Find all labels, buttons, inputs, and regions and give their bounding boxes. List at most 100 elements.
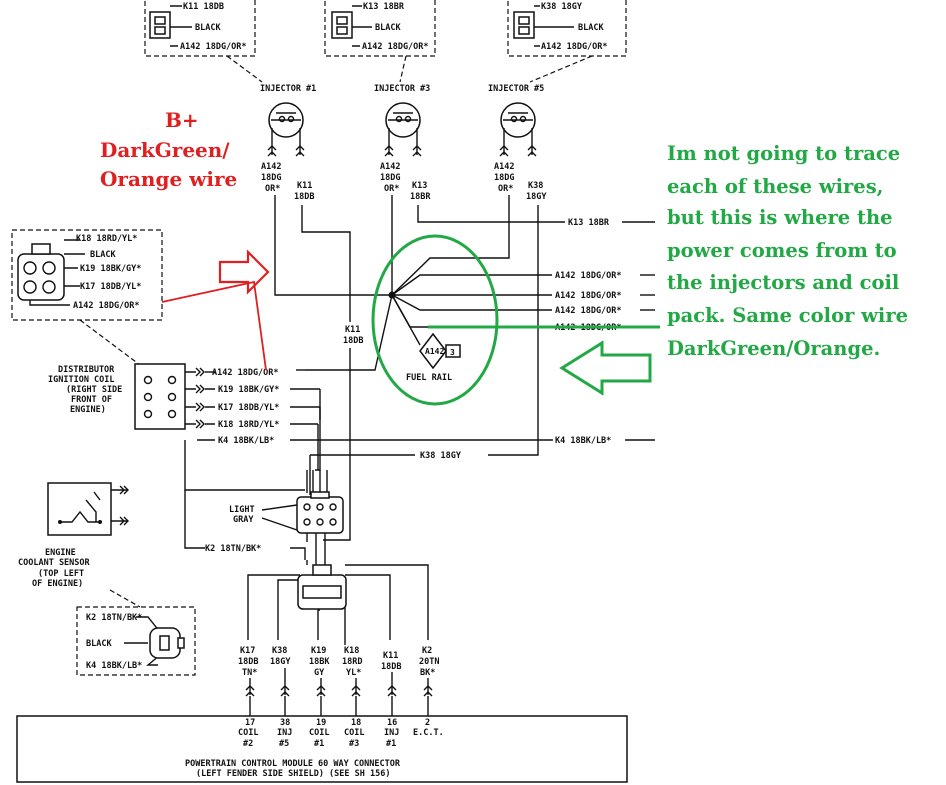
pcm-title: POWERTRAIN CONTROL MODULE 60 WAY CONNECT… xyxy=(185,759,401,769)
pcm-pin-19: 19 xyxy=(316,718,326,728)
right-wire-labels: K13 18BR A142 18DG/OR* A142 18DG/OR* A14… xyxy=(555,218,655,446)
green-note-line-5: the injectors and coil xyxy=(667,271,899,294)
dist-wire-k4: K4 18BK/LB* xyxy=(218,436,274,446)
pcm-connector: 17 COIL #2 38 INJ #5 19 COIL #1 18 COIL … xyxy=(16,715,628,783)
light-gray-line-2: GRAY xyxy=(233,515,254,525)
dist-line-4: FRONT OF xyxy=(71,395,112,405)
red-note-line-2: DarkGreen/ xyxy=(100,138,230,162)
pcm-wire-labels: K17 18DB TN* K38 18GY K19 18BK GY K18 18… xyxy=(238,646,439,716)
ect-line-2: COOLANT SENSOR xyxy=(18,558,91,568)
inj1-circuit-label: K11 18DB xyxy=(183,2,224,12)
inj1-pin-c: OR* xyxy=(265,184,280,194)
pcm-pin-17-d1: COIL xyxy=(238,728,258,738)
green-note-line-6: pack. Same color wire xyxy=(667,304,908,327)
coil-connector: K18 18RD/YL* BLACK K19 18BK/GY* K17 18DB… xyxy=(11,229,163,321)
green-note-line-7: DarkGreen/Orange. xyxy=(667,337,880,360)
injector-1: INJECTOR #1 A142 18DG OR* K11 18DB xyxy=(260,84,316,202)
pcm-pin-17: 17 xyxy=(245,718,255,728)
dist-wire-a142: A142 18DG/OR* xyxy=(212,368,279,378)
ect-conn-k2: K2 18TN/BK* xyxy=(86,613,142,623)
red-annotation: B+ DarkGreen/ Orange wire xyxy=(100,108,270,371)
pcm-pin-2: 2 xyxy=(425,718,430,728)
inj3-pin-c: OR* xyxy=(384,184,399,194)
dist-line-3: (RIGHT SIDE xyxy=(66,385,122,395)
inj5-power-label: A142 18DG/OR* xyxy=(541,42,608,52)
ect-connector: K2 18TN/BK* BLACK K4 18BK/LB* xyxy=(76,606,196,676)
inj1-out-a: K11 xyxy=(297,181,312,191)
inj1-pin-a: A142 xyxy=(261,162,281,172)
pcm-subtitle: (LEFT FENDER SIDE SHIELD) (SEE SH 156) xyxy=(196,769,390,779)
inj3-out-a: K13 xyxy=(412,181,427,191)
inj1-power-label: A142 18DG/OR* xyxy=(180,42,247,52)
ect-line-1: ENGINE xyxy=(45,548,76,558)
right-wire-k4: K4 18BK/LB* xyxy=(555,436,611,446)
inj5-out-a: K38 xyxy=(528,181,543,191)
red-note-line-1: B+ xyxy=(165,108,199,132)
pcm-w19-b: 18BK xyxy=(309,657,330,667)
pcm-w2-c: BK* xyxy=(420,668,435,678)
inj3-circuit-label: K13 18BR xyxy=(363,2,405,12)
inj1-out-b: 18DB xyxy=(294,192,314,202)
injector-5: INJECTOR #5 A142 18DG OR* K38 18GY xyxy=(488,84,547,202)
pcm-pin-18-d2: #3 xyxy=(349,739,359,749)
inj5-pin-b: 18DG xyxy=(494,173,514,183)
injector-connector-1: K11 18DB BLACK A142 18DG/OR* xyxy=(144,0,256,57)
pcm-w18-c: YL* xyxy=(346,668,361,678)
ect-wire-k2: K2 18TN/BK* xyxy=(205,544,261,554)
pcm-w16-b: 18DB xyxy=(381,662,401,672)
dist-line-1: DISTRIBUTOR xyxy=(58,365,115,375)
right-wire-a142-1: A142 18DG/OR* xyxy=(555,271,622,281)
coolant-sensor: ENGINE COOLANT SENSOR (TOP LEFT OF ENGIN… xyxy=(18,482,261,589)
pcm-pin-2-d1: E.C.T. xyxy=(413,728,444,738)
red-arrow-icon xyxy=(218,249,270,295)
green-note-line-4: power comes from to xyxy=(667,239,897,262)
inj5-circuit-label: K38 18GY xyxy=(541,2,583,12)
coil-pin-a142: A142 18DG/OR* xyxy=(73,301,140,311)
pcm-w38-b: 18GY xyxy=(270,657,291,667)
coil-pin-k17: K17 18DB/YL* xyxy=(80,282,141,292)
green-note-line-3: but this is where the xyxy=(667,206,893,229)
fuel-rail: A142 3 FUEL RAIL xyxy=(406,332,461,383)
inj5-pin-a: A142 xyxy=(494,162,514,172)
pcm-w19-c: GY xyxy=(314,668,325,678)
pcm-pin-38: 38 xyxy=(280,718,290,728)
injector-3-label: INJECTOR #3 xyxy=(374,84,430,94)
coil-pin-k19: K19 18BK/GY* xyxy=(80,264,141,274)
inj3-pin-a: A142 xyxy=(380,162,400,172)
inj5-pin-c: OR* xyxy=(498,184,513,194)
pcm-w38-a: K38 xyxy=(272,646,287,656)
pcm-pin-16-d2: #1 xyxy=(386,739,396,749)
dist-wire-k17: K17 18DB/YL* xyxy=(218,403,279,413)
dist-line-2: IGNITION COIL xyxy=(48,375,115,385)
pcm-pin-16: 16 xyxy=(387,718,397,728)
dist-line-5: ENGINE) xyxy=(70,405,106,415)
pcm-w17-c: TN* xyxy=(242,668,257,678)
k11-label-b: 18DB xyxy=(343,336,363,346)
ect-conn-k4: K4 18BK/LB* xyxy=(86,661,142,671)
ect-line-4: OF ENGINE) xyxy=(32,579,83,589)
coil-pin-black: BLACK xyxy=(90,250,116,260)
red-pointer-line xyxy=(161,280,267,371)
fuel-rail-label: FUEL RAIL xyxy=(406,373,452,383)
dist-wire-k19: K19 18BK/GY* xyxy=(218,385,279,395)
injector-connector-5: K38 18GY BLACK A142 18DG/OR* xyxy=(507,0,627,57)
green-note-line-2: each of these wires, xyxy=(667,175,883,198)
right-wire-a142-3: A142 18DG/OR* xyxy=(555,306,622,316)
inj1-pin-b: 18DG xyxy=(261,173,281,183)
pcm-w19-a: K19 xyxy=(311,646,326,656)
pcm-pin-19-d2: #1 xyxy=(314,739,324,749)
pcm-w2-a: K2 xyxy=(422,646,432,656)
green-arrow-icon xyxy=(559,340,652,396)
green-annotation: Im not going to trace each of these wire… xyxy=(371,142,908,406)
inj3-power-label: A142 18DG/OR* xyxy=(362,42,429,52)
k11-label-a: K11 xyxy=(345,325,360,335)
coil-pin-k18: K18 18RD/YL* xyxy=(76,234,137,244)
pcm-w17-b: 18DB xyxy=(238,657,258,667)
light-gray-connector: LIGHT GRAY xyxy=(229,491,344,552)
light-gray-line-1: LIGHT xyxy=(229,505,255,515)
pcm-w18-b: 18RD xyxy=(342,657,362,667)
pcm-w2-b: 20TN xyxy=(419,657,439,667)
fuel-rail-tag: A142 xyxy=(425,347,444,356)
pcm-pin-18: 18 xyxy=(351,718,361,728)
